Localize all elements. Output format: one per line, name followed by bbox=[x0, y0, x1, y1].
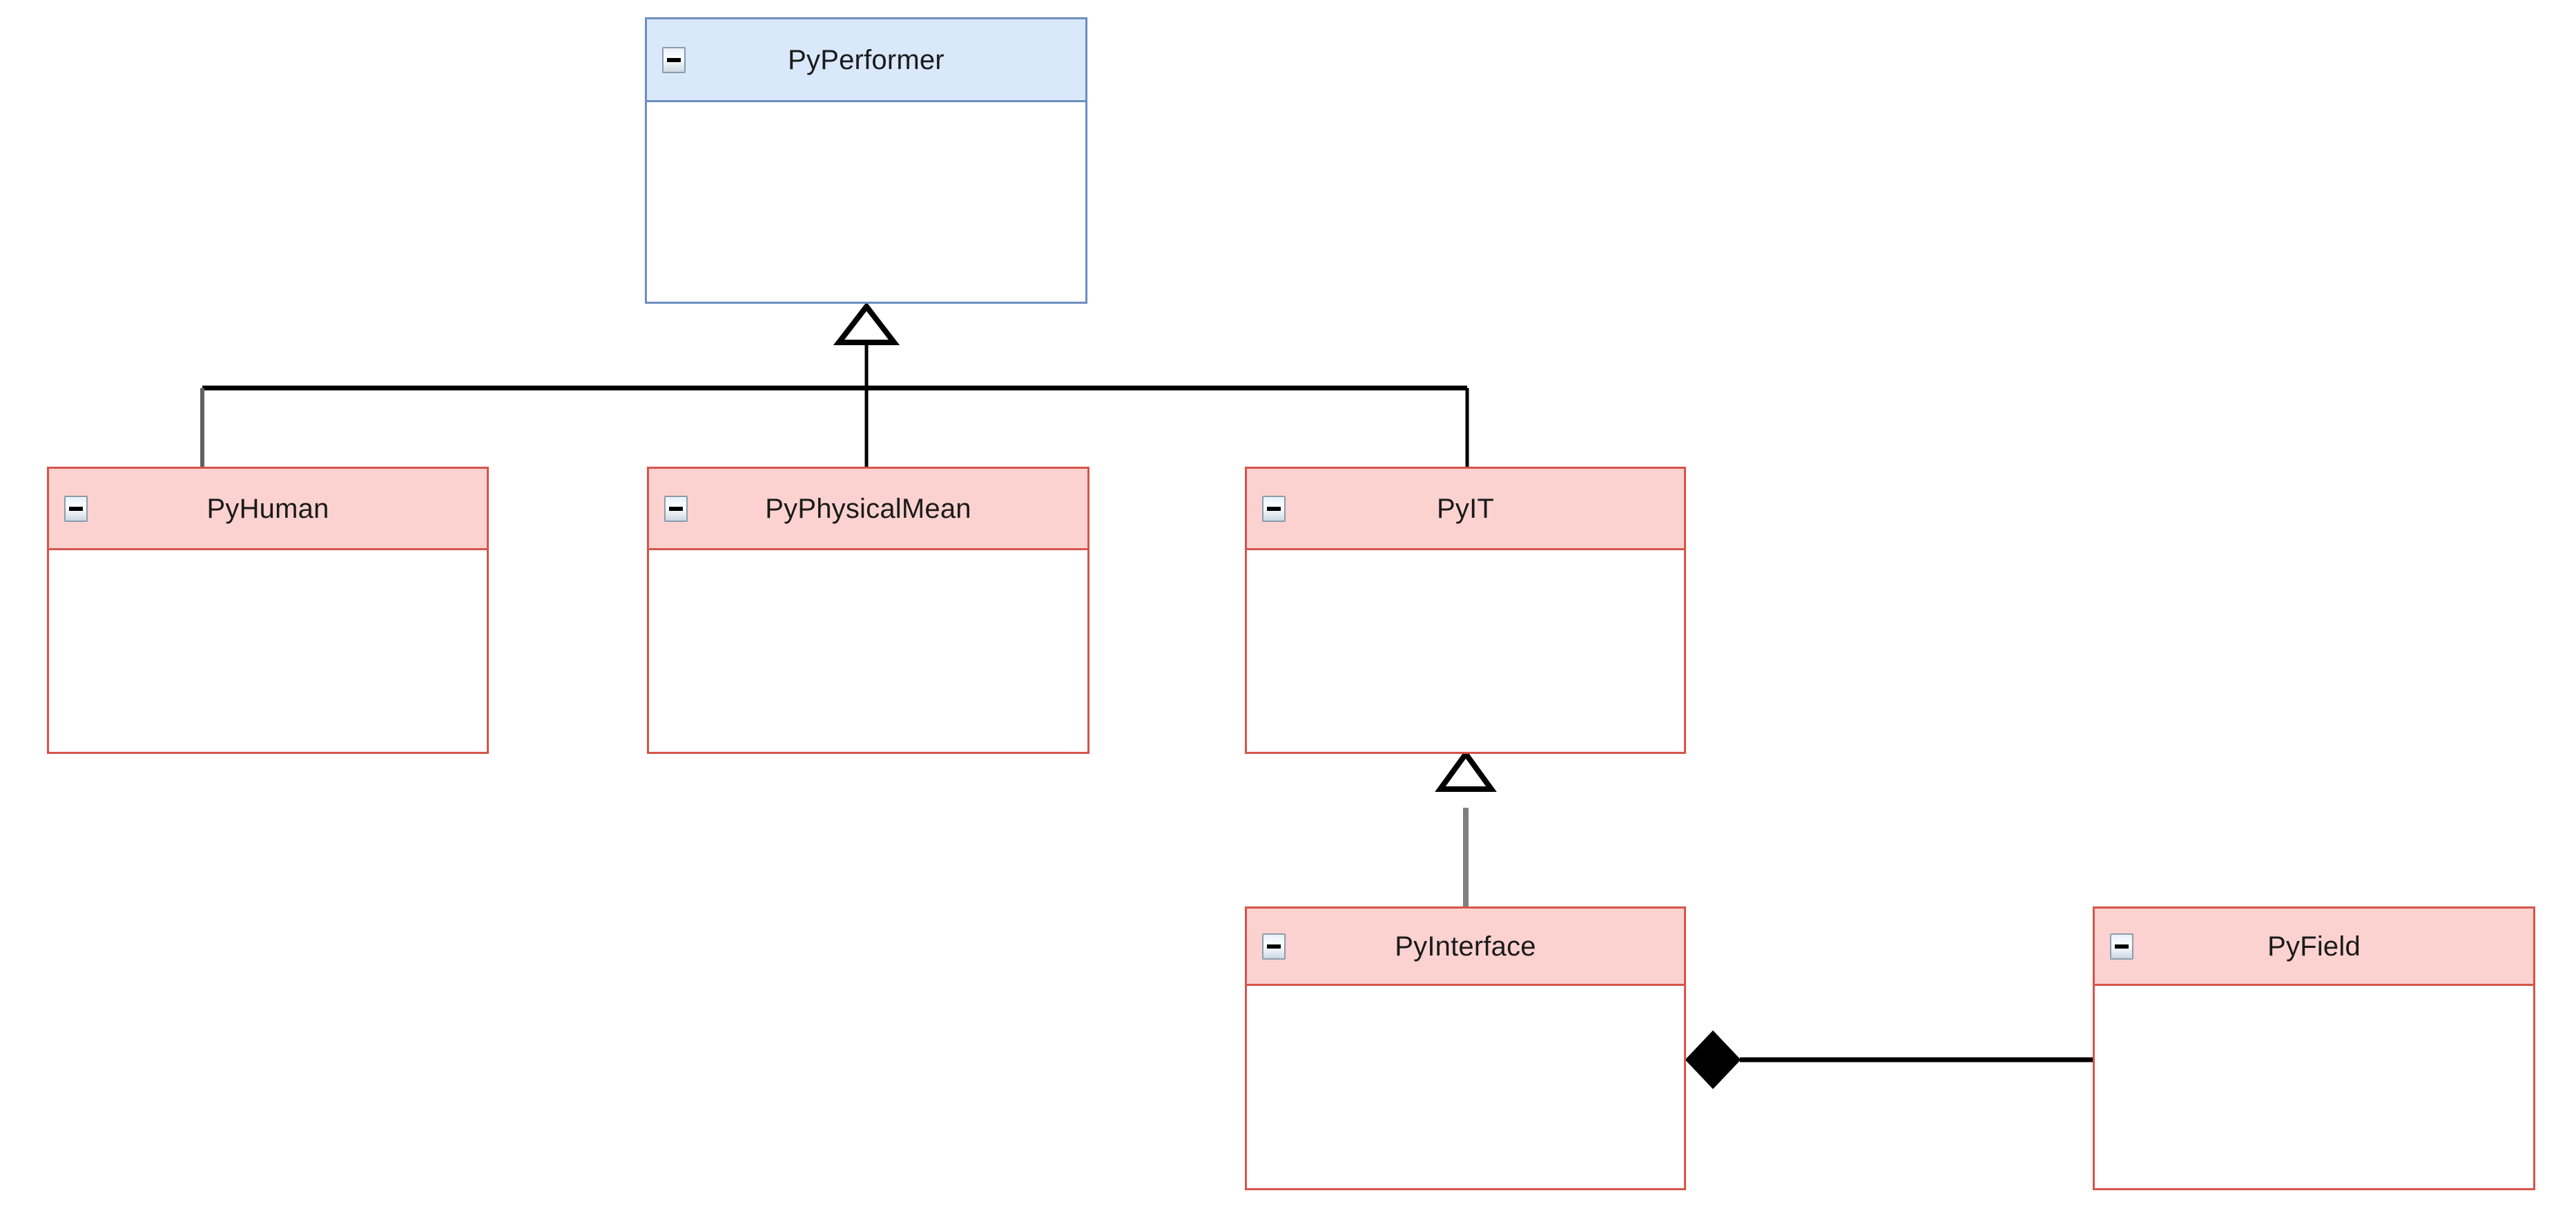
class-name-pyhuman: PyHuman bbox=[206, 493, 329, 524]
class-members-pyhuman bbox=[49, 550, 487, 752]
class-header-pyit: PyIT bbox=[1247, 469, 1684, 550]
class-members-pyit bbox=[1247, 550, 1684, 752]
class-name-pyinterface: PyInterface bbox=[1395, 931, 1536, 962]
class-box-pyit[interactable]: PyIT bbox=[1245, 467, 1686, 754]
class-name-pyfield: PyField bbox=[2267, 931, 2361, 962]
class-header-pyphysicalmean: PyPhysicalMean bbox=[649, 469, 1087, 550]
collapse-minus-icon[interactable] bbox=[664, 495, 688, 522]
collapse-minus-icon[interactable] bbox=[64, 495, 88, 522]
class-header-pyhuman: PyHuman bbox=[49, 469, 487, 550]
collapse-minus-icon[interactable] bbox=[662, 46, 686, 73]
generalization-arrowhead-pyit bbox=[1435, 749, 1497, 792]
collapse-minus-icon[interactable] bbox=[2110, 933, 2133, 960]
class-members-pyfield bbox=[2095, 986, 2533, 1188]
class-name-pyit: PyIT bbox=[1436, 493, 1495, 524]
collapse-minus-icon[interactable] bbox=[1262, 933, 1286, 960]
generalization-pyinterface-to-pyit bbox=[1435, 749, 1497, 906]
generalization-arrowhead-pyperformer bbox=[833, 302, 900, 345]
class-members-pyinterface bbox=[1247, 986, 1684, 1188]
composition-diamond bbox=[1685, 1030, 1741, 1089]
class-name-pyphysicalmean: PyPhysicalMean bbox=[765, 493, 971, 524]
class-box-pyperformer[interactable]: PyPerformer bbox=[645, 17, 1087, 304]
class-box-pyfield[interactable]: PyField bbox=[2093, 906, 2535, 1190]
class-members-pyphysicalmean bbox=[649, 550, 1087, 752]
composition-pyinterface-to-pyfield bbox=[1685, 1030, 2093, 1089]
class-members-pyperformer bbox=[647, 102, 1085, 302]
generalization-tree-to-pyperformer bbox=[200, 302, 1469, 467]
class-name-pyperformer: PyPerformer bbox=[788, 44, 945, 75]
class-header-pyfield: PyField bbox=[2095, 909, 2533, 986]
class-header-pyperformer: PyPerformer bbox=[647, 19, 1085, 102]
class-box-pyhuman[interactable]: PyHuman bbox=[47, 467, 489, 754]
class-header-pyinterface: PyInterface bbox=[1247, 909, 1684, 986]
class-box-pyinterface[interactable]: PyInterface bbox=[1245, 906, 1686, 1190]
collapse-minus-icon[interactable] bbox=[1262, 495, 1286, 522]
class-box-pyphysicalmean[interactable]: PyPhysicalMean bbox=[647, 467, 1090, 754]
